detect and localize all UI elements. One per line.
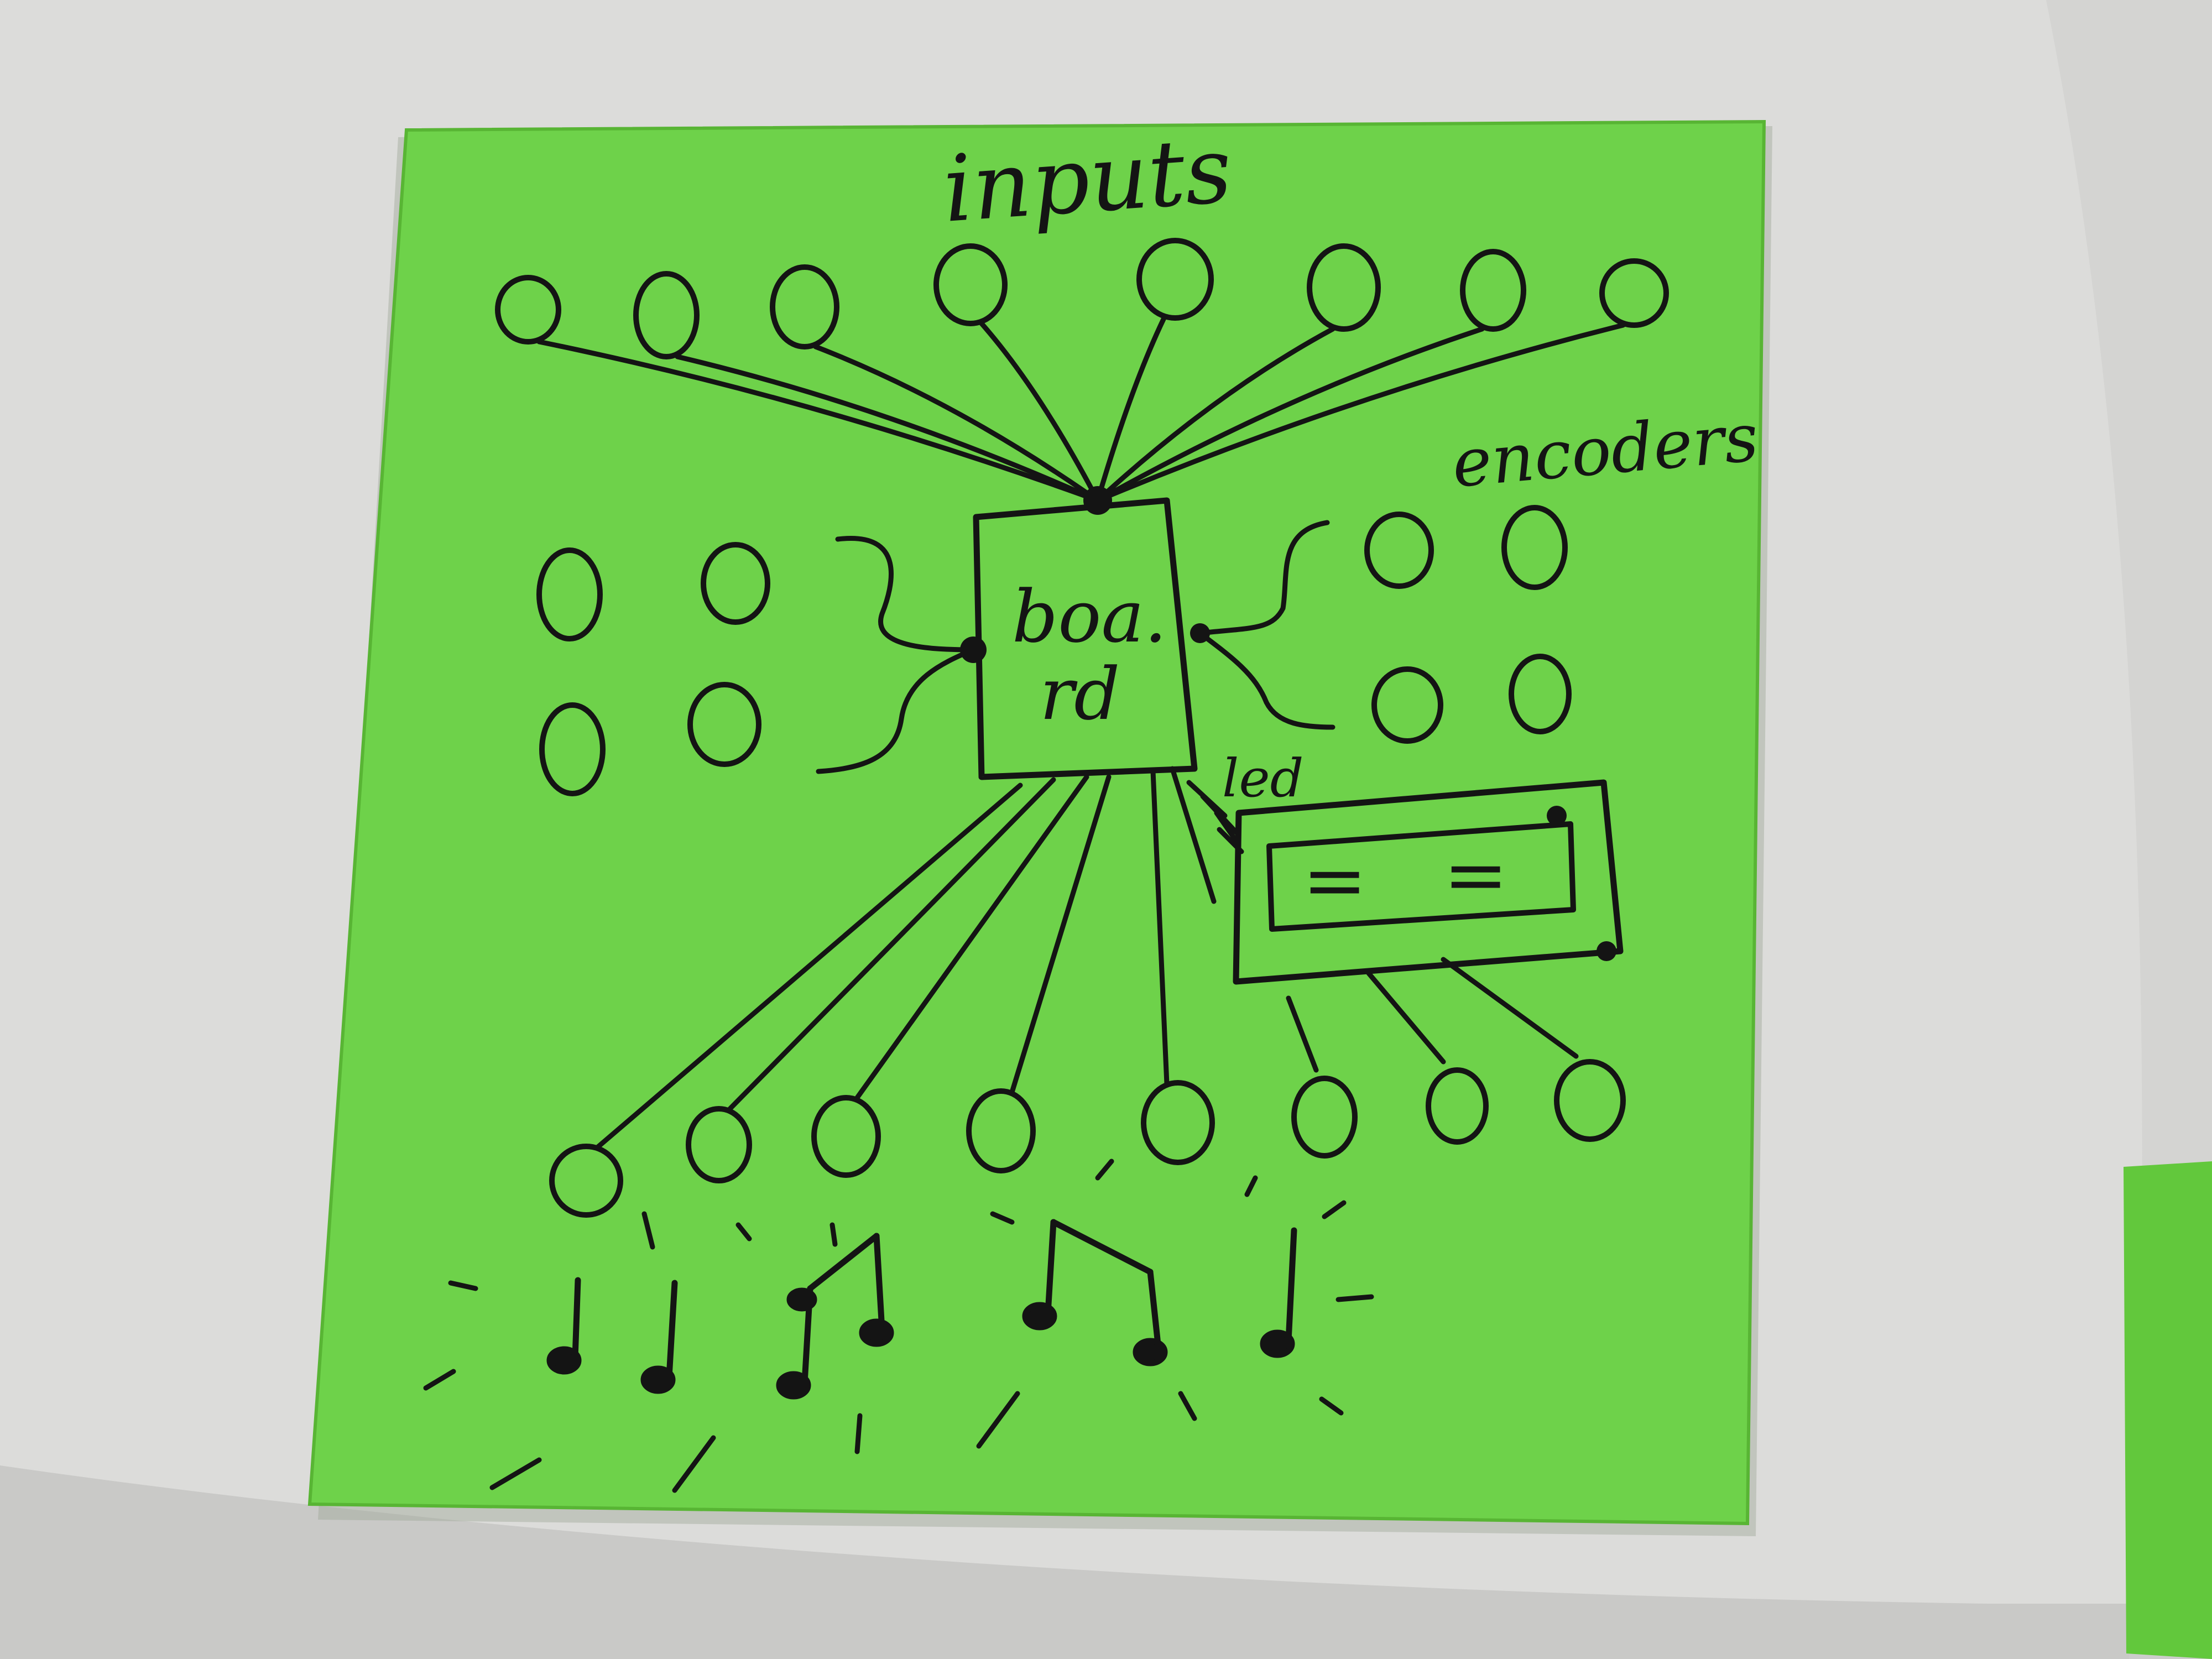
board-label-line1: boa. <box>1012 575 1167 659</box>
input-wire <box>1095 322 1626 503</box>
led-output-wire <box>1286 995 1319 1073</box>
output-wire <box>1170 766 1217 904</box>
board-top-pin <box>1083 486 1112 515</box>
output-node <box>549 1144 623 1218</box>
input-wire <box>536 339 1100 503</box>
encoder-node <box>1364 512 1434 589</box>
board-left-pin <box>960 637 987 663</box>
encoder-wire <box>816 647 976 774</box>
encoder-node <box>536 547 603 641</box>
encoder-wire <box>1197 630 1335 730</box>
output-node <box>811 1095 881 1178</box>
led-corner-dot-top <box>1547 806 1567 826</box>
output-wire <box>594 782 1023 1150</box>
encoder-node <box>1509 654 1572 734</box>
music-note-icon <box>1260 1227 1297 1358</box>
board: boa. rd <box>960 486 1210 780</box>
board-label-line2: rd <box>1040 652 1120 736</box>
wires <box>536 315 1626 1150</box>
music-note-icon <box>546 1277 582 1375</box>
output-wire <box>1009 774 1112 1095</box>
input-node <box>933 243 1008 326</box>
encoder-node <box>701 542 770 625</box>
music-notes <box>546 1219 1297 1400</box>
board-right-pin <box>1190 623 1210 643</box>
output-node <box>966 1088 1036 1173</box>
sound-wave-icon <box>423 1159 1374 1493</box>
output-wire <box>727 777 1056 1112</box>
encoder-node <box>687 682 761 767</box>
led-output-wire <box>1441 957 1579 1059</box>
led-outer-frame <box>1233 779 1624 985</box>
output-node <box>1291 1076 1358 1159</box>
led-corner-dot-bottom <box>1597 941 1616 961</box>
input-nodes <box>495 238 1669 359</box>
led-output-wire <box>1366 971 1446 1065</box>
output-node <box>686 1106 752 1183</box>
input-wire <box>1095 315 1167 503</box>
second-sticky-note <box>2124 1161 2212 1659</box>
input-node <box>1136 238 1214 321</box>
led-display: = = <box>1233 779 1624 985</box>
output-nodes <box>549 1059 1626 1218</box>
beamed-notes-icon <box>1022 1219 1168 1366</box>
output-node <box>1141 1080 1215 1165</box>
input-node <box>1599 258 1669 328</box>
sticky-note <box>307 119 1766 1526</box>
input-wire <box>979 321 1100 503</box>
input-wire <box>813 344 1100 503</box>
led-line-right: = <box>1443 830 1508 920</box>
beamed-notes-icon <box>776 1233 894 1400</box>
music-note-icon <box>640 1280 678 1394</box>
input-node <box>495 275 561 345</box>
input-node <box>1307 243 1381 332</box>
output-wire <box>1150 769 1170 1087</box>
input-node <box>633 271 700 359</box>
encoder-node <box>1371 666 1443 744</box>
led-label: led <box>1222 748 1303 809</box>
inputs-label: inputs <box>940 117 1235 243</box>
desk-edge-shadow <box>0 1465 2212 1659</box>
input-node <box>1460 249 1526 332</box>
input-wire <box>1095 326 1485 503</box>
output-node <box>1554 1059 1626 1142</box>
input-wire <box>675 354 1100 503</box>
encoder-node <box>1501 505 1568 590</box>
led-line-left: = <box>1302 836 1367 926</box>
encoder-wire <box>835 536 976 653</box>
input-node <box>770 264 839 349</box>
encoder-nodes <box>536 505 1572 796</box>
led-inner-screen <box>1266 821 1576 932</box>
input-wire <box>1095 326 1335 503</box>
encoder-node <box>539 702 606 796</box>
encoder-wire <box>1197 520 1330 636</box>
output-wire <box>854 774 1089 1100</box>
output-node <box>1426 1067 1489 1145</box>
board-led-link <box>1214 810 1239 843</box>
